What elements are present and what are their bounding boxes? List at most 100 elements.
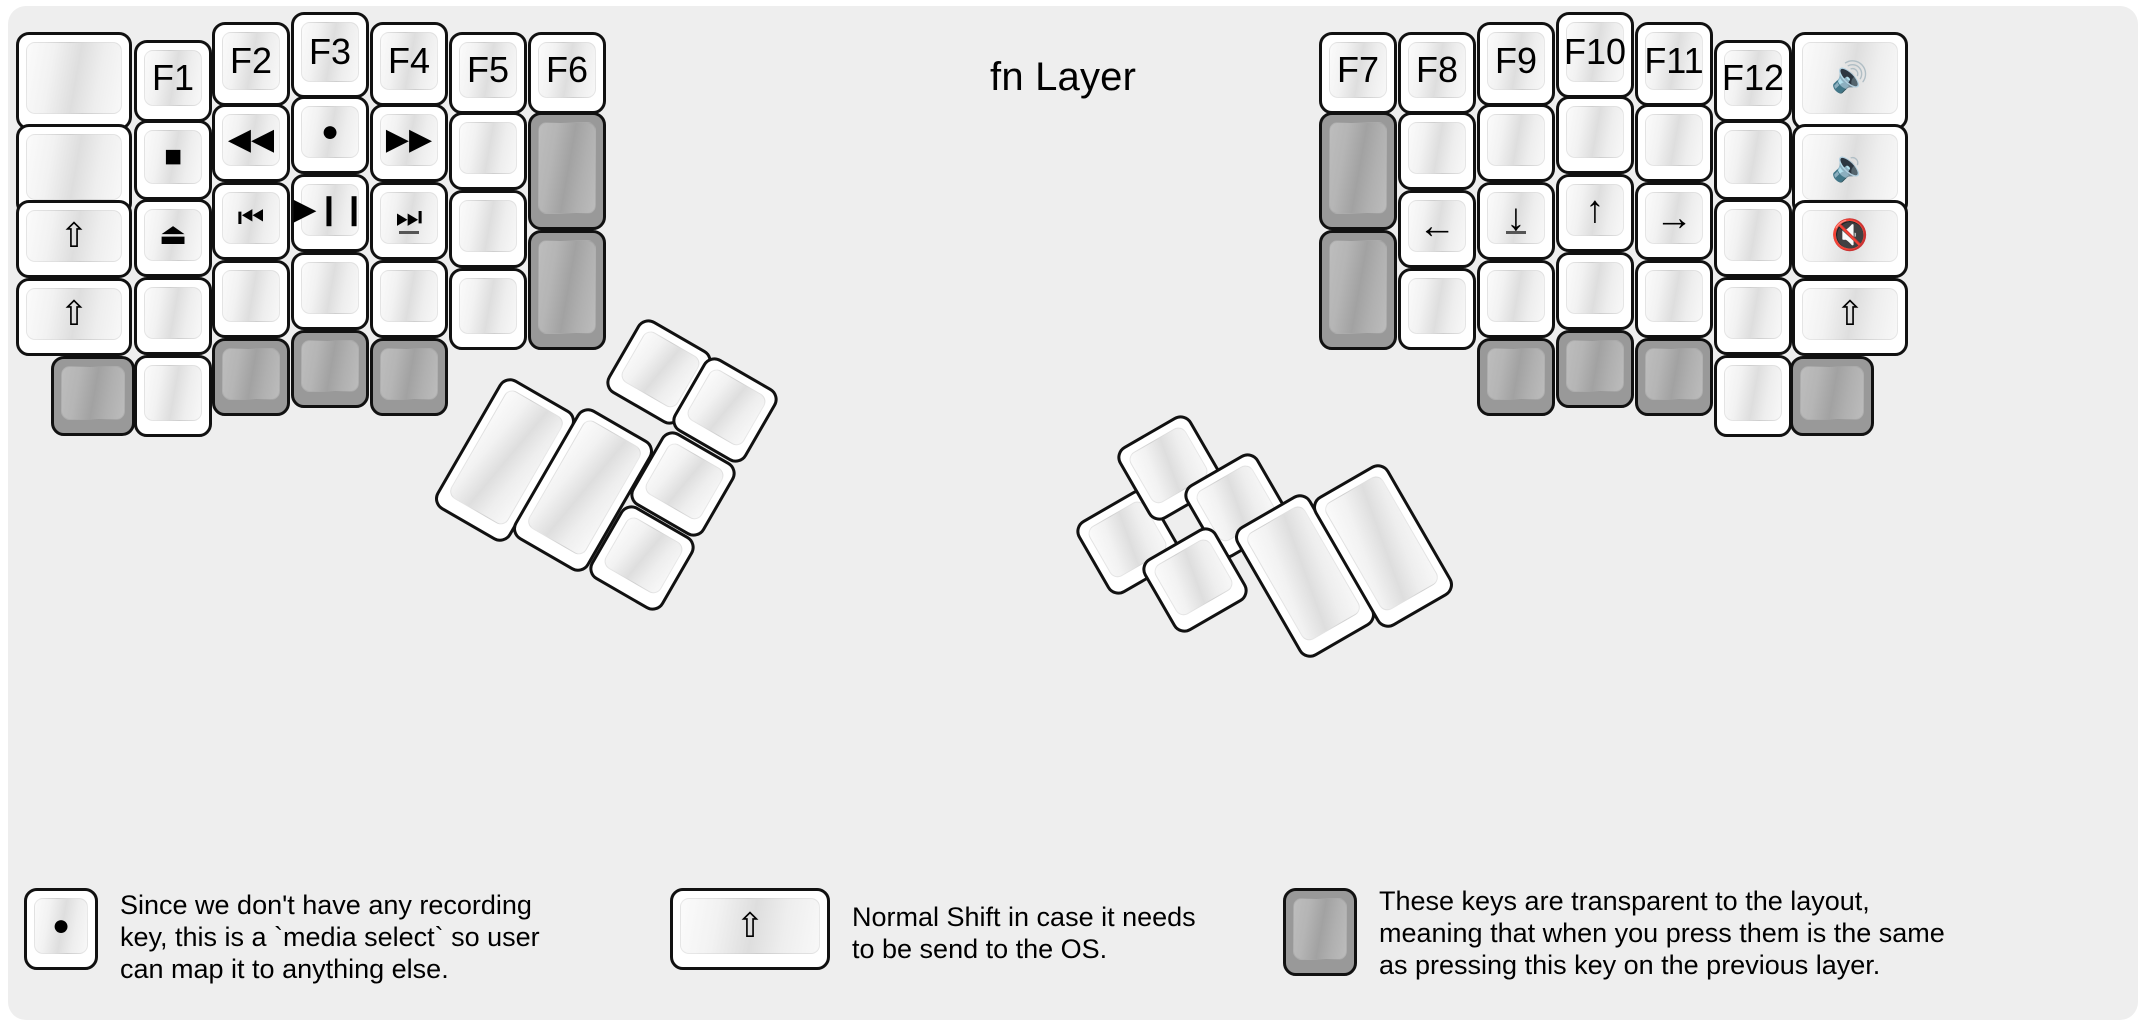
key-left-pinky-eject[interactable]: ⏏ [134,199,212,277]
key-left-ring-r4[interactable] [212,260,290,338]
key-right-index-transparent[interactable] [1477,338,1555,416]
key-right-outer-volume-up[interactable]: 🔊 [1792,32,1908,130]
key-left-index-transparent[interactable] [370,338,448,416]
key-left-inner1-f5[interactable]: F5 [449,32,527,114]
key-right-middle-arrow-up[interactable]: ↑ [1556,174,1634,252]
key-left-inner1-r4[interactable] [449,268,527,350]
legend-record-key: ● [24,888,98,970]
keycap [1566,340,1624,392]
key-right-middle-f10[interactable]: F10 [1556,12,1634,98]
keycap: 🔇 [1802,210,1898,262]
key-right-ring-transparent[interactable] [1635,338,1713,416]
key-right-index-f9[interactable]: F9 [1477,22,1555,106]
key-left-index-r4[interactable] [370,260,448,338]
key-right-outer-volume-mute[interactable]: 🔇 [1792,200,1908,278]
keycap [1566,262,1624,314]
keycap [1408,122,1466,174]
key-right-pinky-r4[interactable] [1714,277,1792,355]
stop-icon: ■ [163,140,183,173]
key-right-ring-r2[interactable] [1635,104,1713,182]
key-right-inner1-arrow-left[interactable]: ← [1398,190,1476,268]
fast-forward-icon: ▶▶ [385,123,433,156]
key-left-inner1-r3[interactable] [449,190,527,268]
key-right-middle-transparent[interactable] [1556,330,1634,408]
key-left-inner2-transparent-2[interactable] [528,230,606,350]
key-right-outer-shift[interactable]: ⇧ [1792,278,1908,356]
keycap: ▶▶ [380,114,438,166]
key-left-middle-r4[interactable] [291,252,369,330]
keycap [301,340,359,392]
key-left-pinky-r5[interactable] [134,355,212,437]
record-icon: ● [51,909,71,942]
key-right-ring-arrow-right[interactable]: → [1635,182,1713,260]
keycap: ● [34,898,88,954]
key-right-index-arrow-down[interactable]: ↓ [1477,182,1555,260]
arrow-right-icon: → [1655,197,1693,239]
key-left-inner2-transparent-1[interactable] [528,112,606,230]
key-right-middle-r2[interactable] [1556,96,1634,174]
keycap: ↓ [1487,192,1545,244]
key-right-index-r4[interactable] [1477,260,1555,338]
keycap: F3 [301,22,359,82]
key-right-pinky-r5[interactable] [1714,355,1792,437]
key-right-inner1-r4[interactable] [1398,268,1476,350]
keycap: ⇧ [680,898,820,954]
key-right-outer-transparent[interactable] [1790,356,1874,436]
key-right-middle-r4[interactable] [1556,252,1634,330]
homing-bar [1506,231,1526,234]
keycap: F12 [1722,50,1784,106]
keycap: ⏭ [380,192,438,244]
keycap [380,270,438,322]
key-left-middle-play-pause[interactable]: ▶❙❙ [291,174,369,252]
keycap [1645,114,1703,166]
key-right-pinky-r2[interactable] [1714,120,1792,200]
keycap [1329,122,1387,214]
key-left-outer-r4-shift[interactable]: ⇧ [16,278,132,356]
key-left-ring-transparent[interactable] [212,338,290,416]
key-right-ring-r4[interactable] [1635,260,1713,338]
key-right-inner2-transparent-2[interactable] [1319,230,1397,350]
keycap: F10 [1564,22,1626,82]
key-left-ring-prev-track[interactable]: ⏮ [212,182,290,260]
key-right-ring-f11[interactable]: F11 [1635,22,1713,106]
key-right-inner2-f7[interactable]: F7 [1319,32,1397,114]
key-left-outer-r3-shift-lock[interactable]: ⇧ [16,200,132,278]
key-label: F5 [466,49,509,90]
key-left-index-f4[interactable]: F4 [370,22,448,106]
keycap: F6 [538,42,596,98]
key-label: F7 [1336,49,1379,90]
key-left-pinky-r4[interactable] [134,277,212,355]
key-left-inner1-r2[interactable] [449,112,527,190]
key-label: F6 [545,49,588,90]
key-left-outer-r5-transparent[interactable] [51,356,135,436]
key-left-pinky-f1[interactable]: F1 [134,40,212,122]
key-left-middle-f3[interactable]: F3 [291,12,369,98]
keycap [301,262,359,314]
keycap: ⏏ [144,209,202,261]
keycap [1724,130,1782,184]
key-right-outer-volume-down[interactable]: 🔉 [1792,124,1908,216]
key-left-pinky-stop[interactable]: ■ [134,120,212,200]
key-left-index-fast-forward[interactable]: ▶▶ [370,104,448,182]
key-right-inner1-r2[interactable] [1398,112,1476,190]
key-right-inner1-f8[interactable]: F8 [1398,32,1476,114]
key-left-ring-f2[interactable]: F2 [212,22,290,106]
key-right-pinky-r3[interactable] [1714,199,1792,277]
legend-transparent-key [1283,888,1357,976]
key-right-pinky-f12[interactable]: F12 [1714,40,1792,122]
key-label: F2 [229,40,272,81]
key-right-index-r2[interactable] [1477,104,1555,182]
key-left-middle-transparent[interactable] [291,330,369,408]
volume-mute-icon: 🔇 [1831,219,1869,252]
key-left-outer-r1[interactable] [16,32,132,130]
key-left-middle-record[interactable]: ● [291,96,369,174]
key-right-inner2-transparent-1[interactable] [1319,112,1397,230]
keycap [1151,536,1236,619]
key-left-inner2-f6[interactable]: F6 [528,32,606,114]
homing-bar [399,231,419,234]
key-left-ring-rewind[interactable]: ◀◀ [212,104,290,182]
keycap [459,278,517,334]
keycap: ▶❙❙ [293,184,367,236]
key-left-index-next-track[interactable]: ⏭ [370,182,448,260]
